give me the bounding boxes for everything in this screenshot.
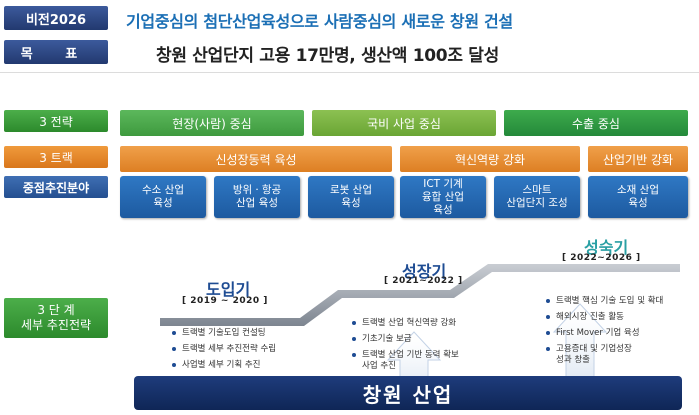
base-changwon-industry: 창원 산업	[134, 376, 682, 410]
vision-text: 기업중심의 첨단산업육성으로 사람중심의 새로운 창원 건설	[126, 12, 513, 31]
stage-intro-years: [ 2019 ~ 2020 ]	[182, 296, 268, 306]
stage-intro-list: 트랙별 기술도입 컨설팅 트랙별 세부 추진전략 수립 사업별 세부 기획 추진	[172, 328, 322, 376]
strategy-row-label: 3 전략	[4, 110, 108, 132]
strategy-national-budget: 국비 사업 중심	[312, 110, 496, 136]
focus-ict-machine: ICT 기계 융합 산업 육성	[400, 176, 486, 218]
list-item: 트랙별 기술도입 컨설팅	[172, 328, 322, 339]
stage-growth-list: 트랙별 산업 혁신역량 강화 기초기술 보급 트랙별 산업 기반 동력 확보 사…	[352, 318, 502, 377]
focus-defense-aerospace: 방위ㆍ항공 산업 육성	[214, 176, 300, 218]
stage-mature-years: [ 2022~2026 ]	[562, 253, 641, 263]
stages-row-label: 3 단 계 세부 추진전략	[4, 298, 108, 338]
stage-growth-title: 성장기	[402, 262, 447, 281]
focus-hydrogen: 수소 산업 육성	[120, 176, 206, 218]
goal-label: 목 표	[4, 40, 108, 64]
stage-growth-years: [ 2021~2022 ]	[384, 276, 463, 286]
stage-intro-title: 도입기	[206, 280, 251, 299]
strategy-export: 수출 중심	[504, 110, 688, 136]
list-item: 트랙별 세부 추진전략 수립	[172, 344, 322, 355]
vision-label: 비전2026	[4, 6, 108, 30]
focus-smart-complex: 스마트 산업단지 조성	[494, 176, 580, 218]
list-item: First Mover 기업 육성	[546, 328, 696, 339]
list-item: 기초기술 보급	[352, 334, 502, 345]
list-item: 트랙별 산업 혁신역량 강화	[352, 318, 502, 329]
focus-robot: 로봇 산업 육성	[308, 176, 394, 218]
list-item: 트랙별 산업 기반 동력 확보 사업 추진	[352, 350, 502, 372]
stage-mature-list: 트랙별 핵심 기술 도입 및 확대 해외시장 진출 활동 First Mover…	[546, 296, 696, 371]
strategy-field-oriented: 현장(사람) 중심	[120, 110, 304, 136]
list-item: 트랙별 핵심 기술 도입 및 확대	[546, 296, 696, 307]
stair-band	[160, 264, 680, 326]
stage-mature-title: 성숙기	[584, 238, 629, 257]
goal-text: 창원 산업단지 고용 17만명, 생산액 100조 달성	[156, 46, 499, 66]
list-item: 고용증대 및 기업성장 성과 창출	[546, 344, 696, 366]
track-industrial-base: 산업기반 강화	[588, 146, 688, 172]
focus-row-label: 중점추진분야	[4, 176, 108, 198]
focus-materials: 소재 산업 육성	[588, 176, 688, 218]
list-item: 사업별 세부 기획 추진	[172, 360, 322, 371]
track-row-label: 3 트랙	[4, 146, 108, 168]
header-divider	[0, 72, 699, 73]
track-new-growth: 신성장동력 육성	[120, 146, 392, 172]
track-innovation: 혁신역량 강화	[400, 146, 580, 172]
list-item: 해외시장 진출 활동	[546, 312, 696, 323]
